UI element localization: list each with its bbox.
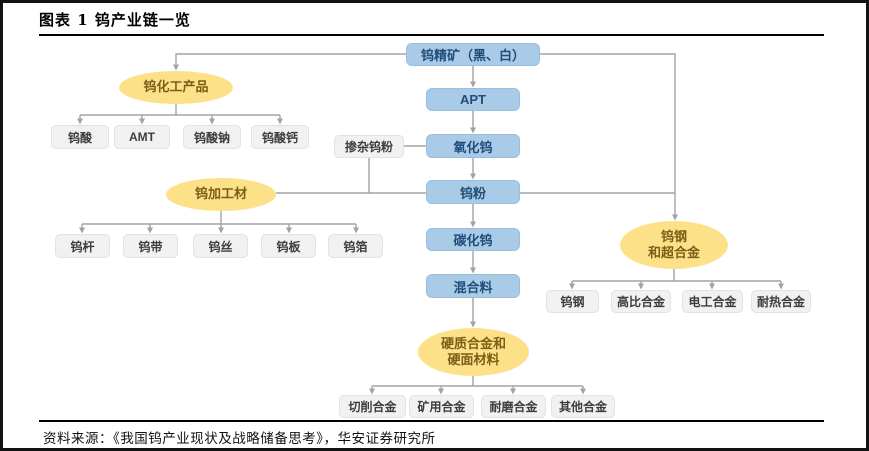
node-mixture: 混合料: [426, 274, 520, 298]
node-tungsten-concentrate: 钨精矿（黑、白）: [406, 43, 540, 66]
node-high-density-alloy: 高比合金: [611, 290, 671, 313]
node-sodium-tungstate: 钨酸钠: [183, 125, 241, 149]
node-tungsten-strip: 钨带: [123, 234, 178, 258]
node-calcium-tungstate: 钨酸钙: [251, 125, 309, 149]
node-processed-material: 钨加工材: [166, 178, 276, 211]
node-label-line1: 钨钢: [660, 228, 687, 244]
node-tungsten-plate: 钨板: [261, 234, 316, 258]
node-tungsten-powder: 钨粉: [426, 180, 520, 204]
node-wear-resistant-alloy: 耐磨合金: [481, 395, 546, 418]
node-tungsten-steel-superalloy: 钨钢 和超合金: [620, 221, 728, 269]
node-hard-alloy: 硬质合金和 硬面材料: [418, 328, 529, 376]
node-other-alloy: 其他合金: [551, 395, 615, 418]
node-tungsten-rod: 钨杆: [55, 234, 110, 258]
title-rule: [39, 34, 824, 36]
node-chemical-products: 钨化工产品: [119, 71, 233, 104]
node-electrical-alloy: 电工合金: [682, 290, 743, 313]
node-tungsten-steel: 钨钢: [546, 290, 599, 313]
node-amt: AMT: [114, 125, 170, 149]
node-heat-resistant-alloy: 耐热合金: [751, 290, 811, 313]
node-label-line1: 硬质合金和: [440, 335, 506, 351]
node-tungsten-carbide: 碳化钨: [426, 228, 520, 251]
source-note: 资料来源：《我国钨产业现状及战略储备思考》，华安证券研究所: [43, 431, 436, 447]
node-tungsten-wire: 钨丝: [193, 234, 248, 258]
figure-title: 图表 1 钨产业链一览: [39, 11, 191, 29]
node-tungsten-foil: 钨箔: [328, 234, 383, 258]
node-cutting-alloy: 切削合金: [339, 395, 406, 418]
node-apt: APT: [426, 88, 520, 111]
node-label-line2: 硬面材料: [447, 352, 500, 367]
footer-rule: [39, 420, 824, 422]
node-mining-alloy: 矿用合金: [409, 395, 474, 418]
node-label-line2: 和超合金: [647, 245, 700, 260]
node-tungsten-oxide: 氧化钨: [426, 134, 520, 158]
connector-lines: [77, 53, 784, 395]
node-tungstic-acid: 钨酸: [51, 125, 109, 149]
node-doped-powder: 掺杂钨粉: [334, 135, 404, 158]
